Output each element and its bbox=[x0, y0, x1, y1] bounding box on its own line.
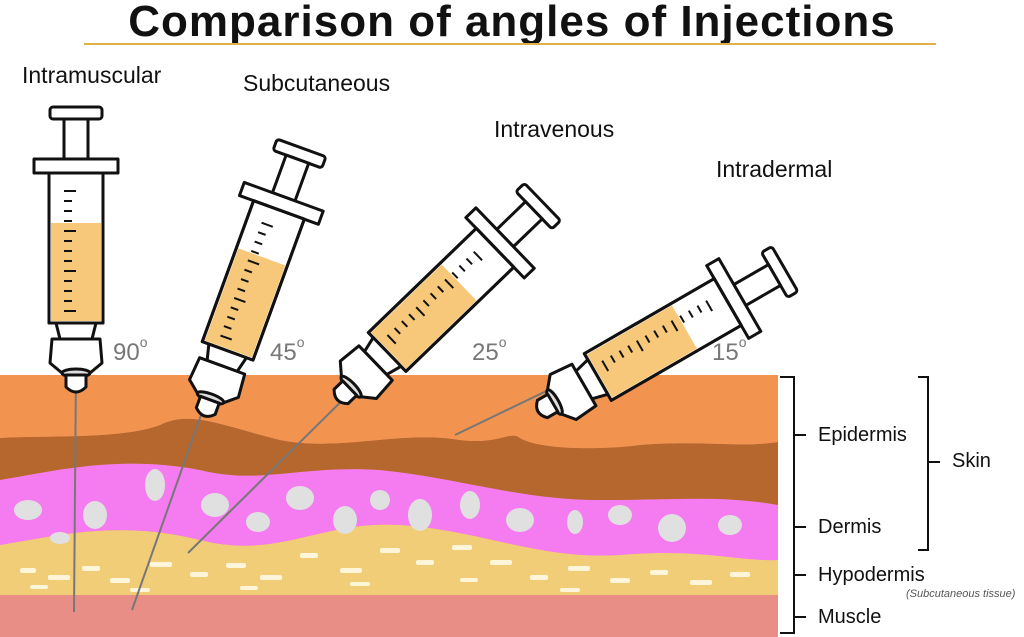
fat-cells bbox=[20, 545, 750, 592]
label-hypodermis-note: (Subcutaneous tissue) bbox=[906, 588, 1016, 600]
label-dermis: Dermis bbox=[818, 516, 882, 538]
title-underline bbox=[84, 43, 936, 45]
angle-intramuscular: 90o bbox=[113, 334, 148, 366]
angle-intradermal: 15o bbox=[712, 334, 747, 366]
label-intradermal: Intradermal bbox=[716, 156, 833, 182]
angle-intravenous: 25o bbox=[472, 334, 507, 366]
page-title: Comparison of angles of Injections bbox=[128, 0, 896, 46]
tissue-layers bbox=[0, 375, 778, 637]
dermis-cells bbox=[14, 469, 742, 544]
label-hypodermis: Hypodermis bbox=[818, 564, 925, 586]
label-muscle: Muscle bbox=[818, 606, 882, 628]
syringe-intramuscular bbox=[32, 105, 120, 394]
layer-brackets bbox=[780, 376, 940, 634]
dermis-dark-layer bbox=[0, 418, 778, 505]
dermis-pink-layer bbox=[0, 463, 778, 561]
label-subcutaneous: Subcutaneous bbox=[243, 70, 391, 96]
angle-subcutaneous: 45o bbox=[270, 334, 305, 366]
label-intramuscular: Intramuscular bbox=[22, 62, 162, 88]
label-epidermis: Epidermis bbox=[818, 424, 907, 446]
label-skin: Skin bbox=[952, 450, 991, 472]
label-intravenous: Intravenous bbox=[494, 116, 615, 142]
hypodermis-layer bbox=[0, 524, 778, 595]
